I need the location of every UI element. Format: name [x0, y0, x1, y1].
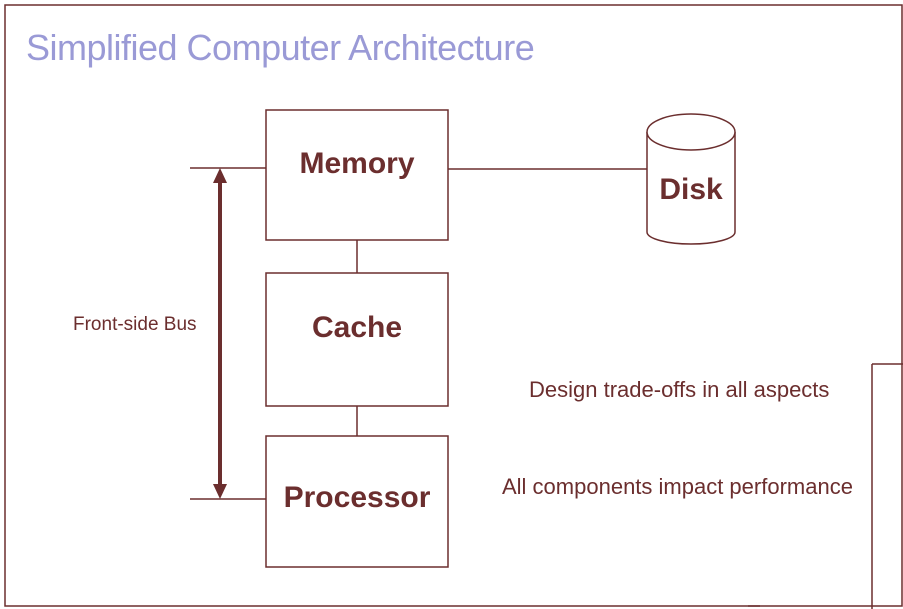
memory-label: Memory	[299, 147, 415, 180]
front-side-bus-label: Front-side Bus	[73, 314, 197, 335]
bus-double-arrow	[213, 168, 227, 499]
slide-title: Simplified Computer Architecture	[26, 27, 535, 68]
performance-note: All components impact performance	[502, 474, 853, 499]
offscreen-panel-edge	[871, 363, 903, 609]
performance-note-clip: All components impact performance	[502, 472, 862, 506]
tradeoffs-note: Design trade-offs in all aspects	[529, 377, 830, 402]
slide-border	[4, 4, 903, 607]
disk-label: Disk	[659, 173, 723, 206]
memory-box	[265, 109, 449, 241]
cache-label: Cache	[311, 311, 403, 344]
bus-arrow-up-head	[213, 168, 227, 183]
disk-cylinder	[646, 113, 736, 245]
processor-box	[265, 435, 449, 568]
bus-arrow-down-head	[213, 484, 227, 499]
processor-label: Processor	[283, 481, 431, 514]
